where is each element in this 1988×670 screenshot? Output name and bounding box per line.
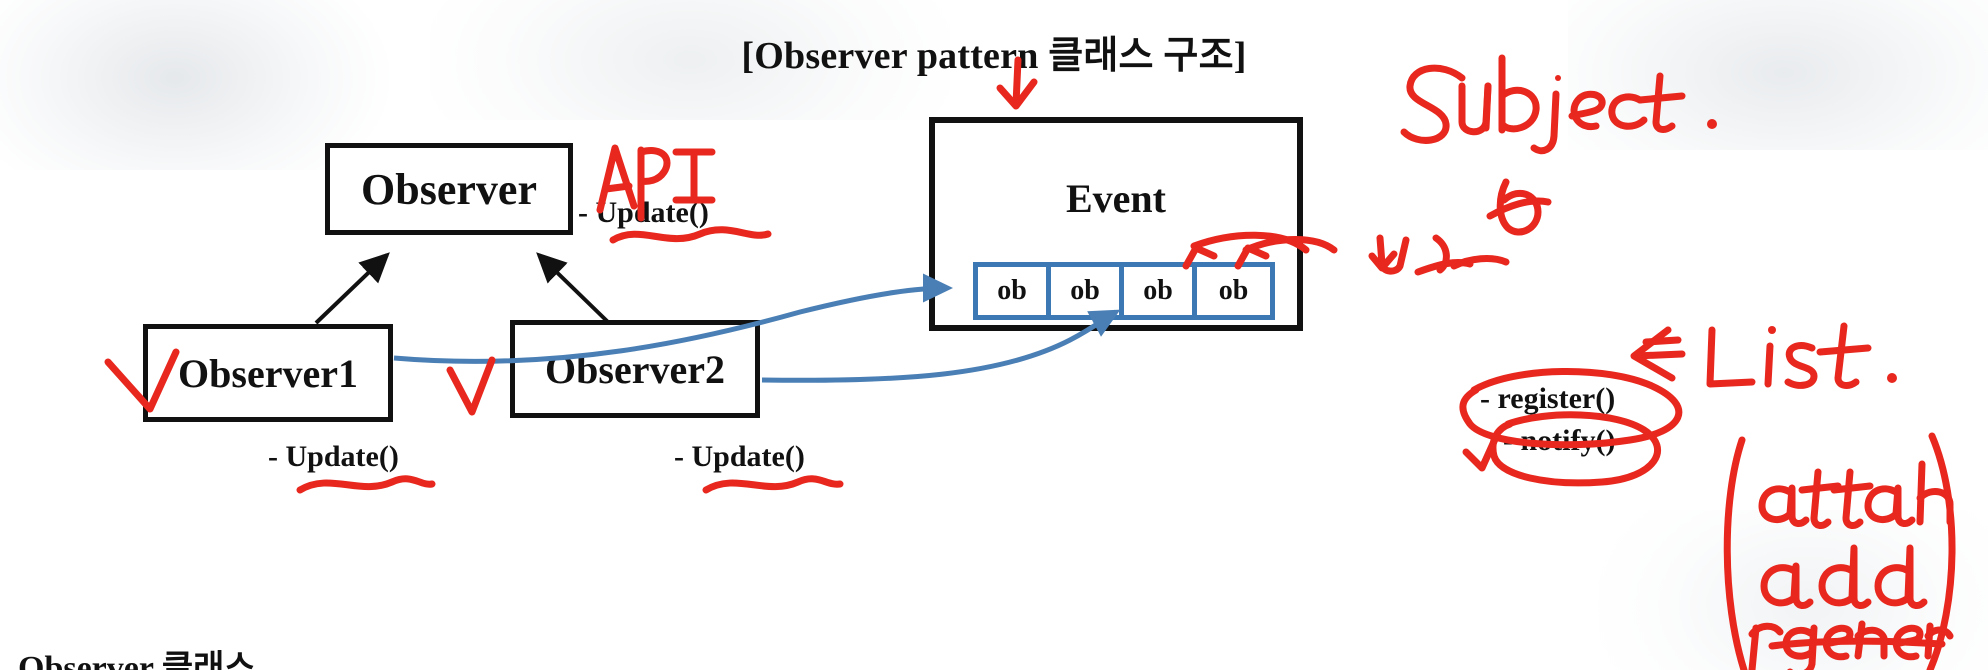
ink-paren-open [1723, 436, 1748, 670]
caption-notify-method: - notify() [1503, 424, 1616, 457]
list-item: ob [978, 267, 1051, 315]
list-item: ob [1124, 267, 1197, 315]
class-box-event-label: Event [1066, 176, 1166, 221]
observer-list-row: ob ob ob ob [973, 262, 1275, 320]
list-item: ob [1051, 267, 1124, 315]
class-box-observer-label: Observer [361, 164, 537, 214]
ink-checkmark-observer2 [446, 356, 496, 416]
class-box-observer1: Observer1 [143, 324, 393, 422]
caption-observer1-update: - Update() [268, 440, 399, 473]
ink-checkmark-notify [1462, 433, 1500, 472]
class-box-observer1-label: Observer1 [178, 350, 358, 396]
class-box-observer2: Observer2 [510, 320, 760, 418]
ink-underline-observer-update [609, 226, 772, 244]
paper-wash-bottom-right [1598, 510, 1988, 670]
inheritance-arrow-observer2 [536, 252, 611, 325]
inheritance-arrow-observer1 [314, 252, 390, 325]
ink-scribble-event [1486, 178, 1552, 236]
caption-observer-update: - Update() [578, 196, 709, 229]
ink-underline-observer2-update [702, 475, 844, 494]
annotation-attach-text [1758, 460, 1954, 529]
class-box-observer: Observer [325, 143, 573, 235]
annotation-add-text [1760, 544, 1928, 609]
page-title: [Observer pattern 클래스 구조] [741, 35, 1247, 77]
annotation-list-text [1630, 322, 1897, 389]
class-box-event: Event ob ob ob ob [929, 117, 1303, 331]
ink-underline-observer1-update [296, 475, 436, 494]
annotation-register-alias-text [1748, 620, 1954, 670]
caption-register-method: - register() [1480, 382, 1616, 415]
ink-paren-close [1926, 432, 1956, 670]
list-item: ob [1218, 275, 1249, 306]
caption-bottom-left-partial: Observer 클래스 [18, 650, 256, 670]
class-box-observer2-label: Observer2 [545, 346, 725, 392]
caption-observer2-update: - Update() [674, 440, 805, 473]
ink-stroke-tail-list [1450, 255, 1510, 270]
